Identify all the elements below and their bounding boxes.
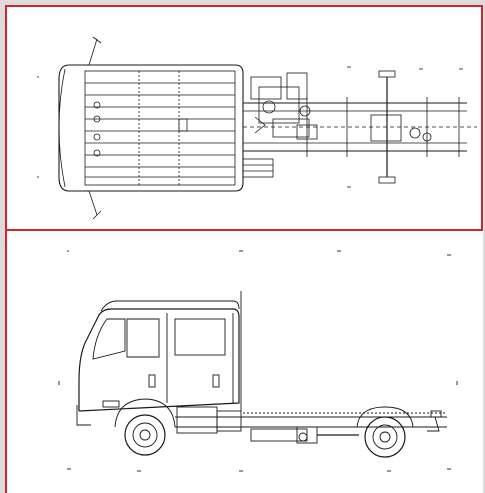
top-view-panel bbox=[7, 7, 483, 229]
panel-divider bbox=[7, 229, 483, 231]
truck-top-view-drawing bbox=[37, 36, 477, 220]
truck-side-view-drawing bbox=[58, 250, 458, 472]
drawing-frame bbox=[5, 5, 483, 493]
panel-right-edge bbox=[481, 7, 483, 229]
side-view-panel bbox=[7, 231, 483, 493]
